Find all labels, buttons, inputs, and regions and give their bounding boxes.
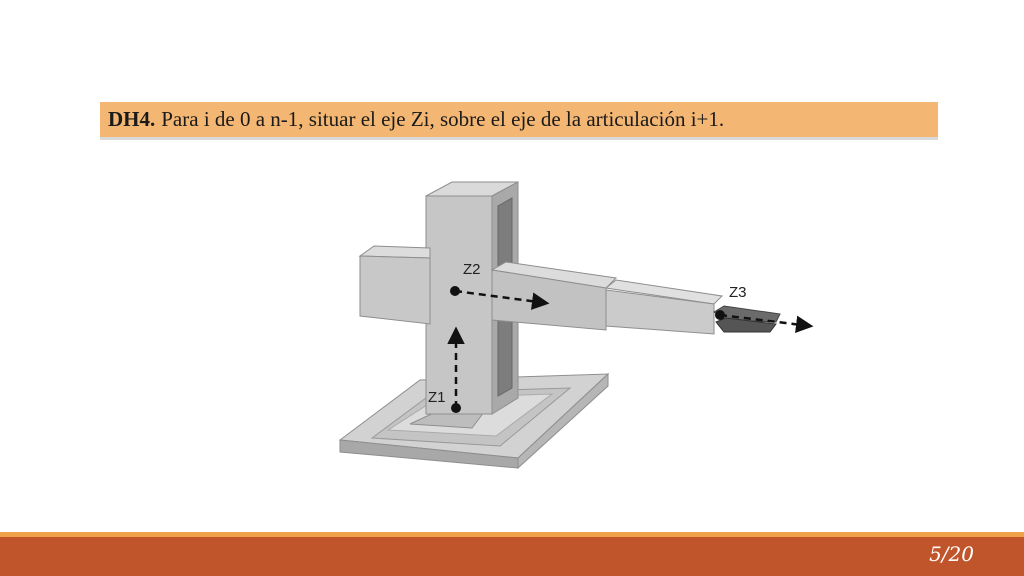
z2-label: Z2 [463, 261, 481, 278]
footer-accent-strip [0, 532, 1024, 537]
footer-bar [0, 537, 1024, 576]
rule-banner: DH4. Para i de 0 a n-1, situar el eje Zi… [100, 102, 938, 140]
z3-axis: Z3 [715, 284, 814, 333]
slide-number: 5/20 [929, 542, 974, 566]
robot-column [425, 181, 519, 415]
robot-arm [358, 245, 781, 335]
z1-label: Z1 [428, 389, 446, 406]
z1-axis: Z1 [428, 326, 465, 413]
robot-base [338, 372, 610, 470]
z3-label: Z3 [729, 284, 747, 301]
rule-label: DH4. [108, 107, 156, 131]
rule-text: Para i de 0 a n-1, situar el eje Zi, sob… [161, 107, 725, 131]
z2-axis: Z2 [450, 261, 550, 310]
